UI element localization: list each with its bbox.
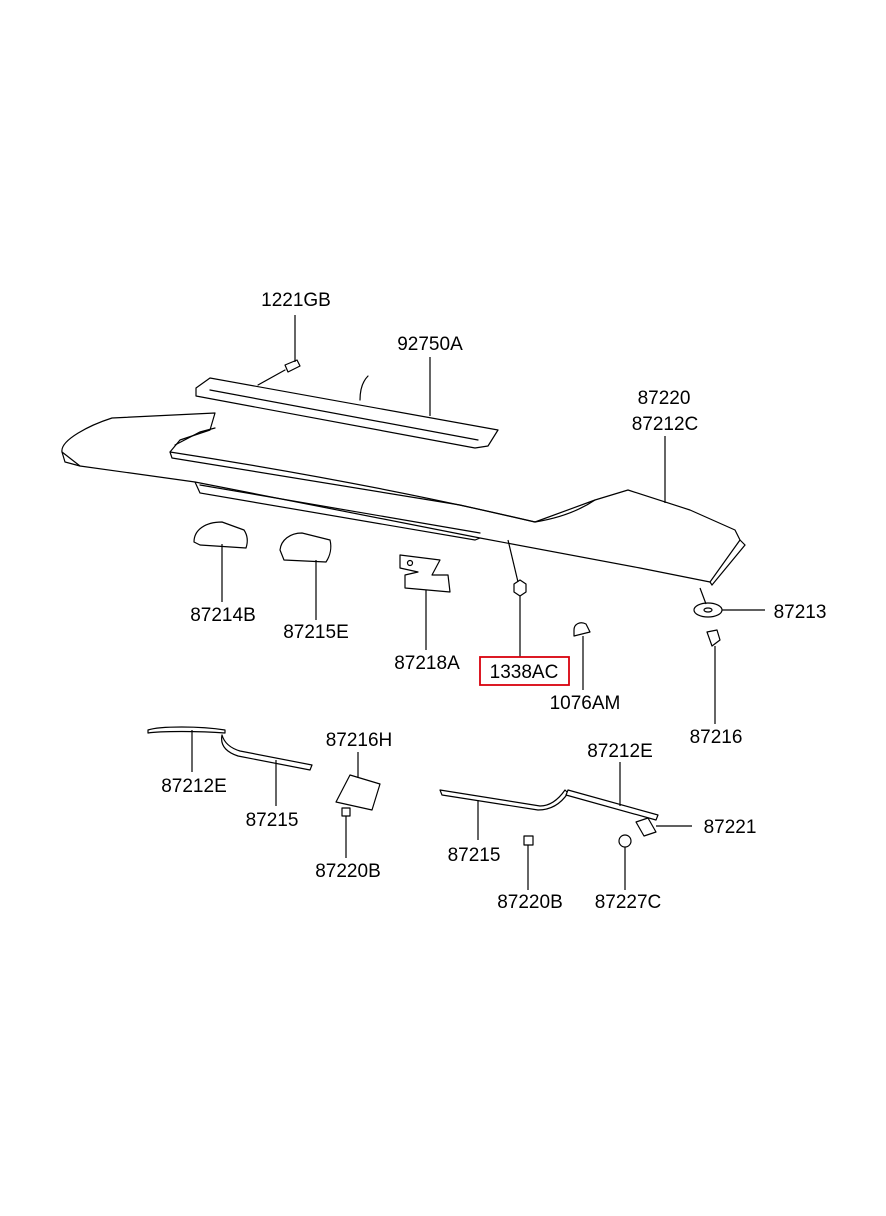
label-87212C[interactable]: 87212C [632,414,699,435]
bracket-87218A-icon [399,554,451,593]
label-87218A[interactable]: 87218A [394,653,460,674]
label-87220B-left[interactable]: 87220B [315,861,381,882]
washer-87213-icon [693,602,723,618]
clip-1076AM-icon [573,622,591,637]
clip-87220B-left-icon [341,807,351,817]
nut-1338AC-icon [513,579,527,597]
label-87216[interactable]: 87216 [690,727,743,748]
clip-87216-icon [706,629,721,647]
label-92750A[interactable]: 92750A [397,334,463,355]
grommet-87227C-icon [618,834,632,848]
high-mount-stop-lamp [195,375,499,449]
rear-spoiler-body [61,412,746,587]
label-87212E-left[interactable]: 87212E [161,776,227,797]
label-87220[interactable]: 87220 [638,388,691,409]
label-87221[interactable]: 87221 [704,817,757,838]
strip-87215-right-icon [439,789,569,811]
clip-87220B-right-icon [523,835,534,846]
label-1076AM[interactable]: 1076AM [550,693,621,714]
strip-87212E-right-icon [565,789,659,821]
label-87213[interactable]: 87213 [774,602,827,623]
strip-87215-left-icon [221,734,313,771]
strip-87212E-left-icon [147,726,226,734]
leader-lines [191,315,765,890]
screw-1221GB-icon [257,359,301,386]
pad-87216H-icon [335,774,381,811]
label-87220B-right[interactable]: 87220B [497,892,563,913]
label-1338AC[interactable]: 1338AC [490,662,559,683]
pad-87215E-icon [279,532,332,563]
label-87227C[interactable]: 87227C [595,892,662,913]
label-87216H[interactable]: 87216H [326,730,393,751]
clip-87221-icon [635,817,657,837]
pad-87214B-icon [193,521,248,549]
label-87215E[interactable]: 87215E [283,622,349,643]
label-87215-right[interactable]: 87215 [448,845,501,866]
label-1221GB[interactable]: 1221GB [261,290,331,311]
highlight-box [479,656,570,686]
label-87212E-right[interactable]: 87212E [587,741,653,762]
label-87214B[interactable]: 87214B [190,605,256,626]
label-87215-left[interactable]: 87215 [246,810,299,831]
